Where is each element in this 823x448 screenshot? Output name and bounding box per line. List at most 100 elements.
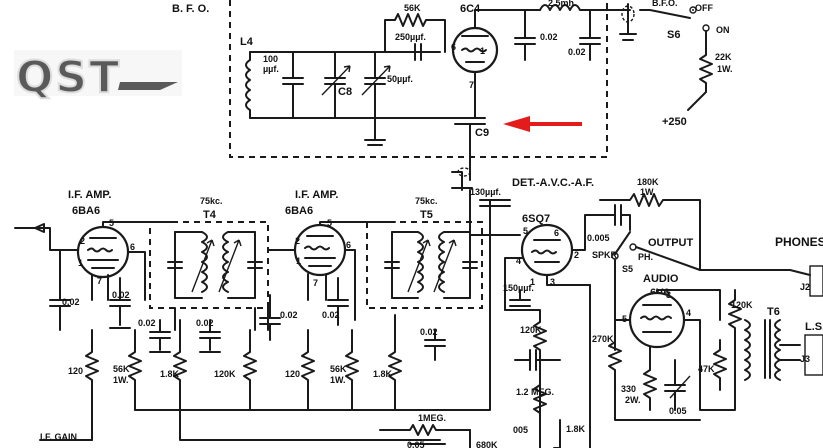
tube-6sq7 (504, 214, 601, 311)
label-c9: C9 (475, 127, 489, 139)
label-t5-freq: 75kc. (415, 196, 438, 206)
label-c130: 130µµf. (470, 187, 501, 197)
label-p6: 6 (130, 242, 135, 252)
label-s6p: 6 (554, 228, 559, 238)
label-r1-8k-2: 1.8K (373, 369, 393, 379)
tube-6v6 (614, 289, 721, 371)
label-r270k: 270K (592, 334, 614, 344)
label-c002-bfo-b: 0.02 (568, 47, 586, 57)
label-s6: S6 (667, 29, 680, 41)
label-q2: 2 (295, 236, 300, 246)
label-r120k-out: 120K (731, 300, 753, 310)
transformer-t4 (167, 231, 263, 299)
label-r56k-2w: 1W. (330, 375, 346, 385)
label-r47k: 47K (698, 364, 715, 374)
label-ifamp1: I.F. AMP. (68, 189, 111, 201)
t4-transformer-box (149, 221, 269, 309)
label-r1-8k-1: 1.8K (160, 369, 180, 379)
label-t4-freq: 75kc. (200, 196, 223, 206)
label-det: DET.-A.V.C.-A.F. (512, 177, 594, 189)
label-s5p: 5 (523, 226, 528, 236)
label-output: OUTPUT (648, 237, 694, 249)
label-c005-b: 005 (513, 425, 528, 435)
label-q6: 6 (346, 240, 351, 250)
label-c002-7: 0.02 (420, 327, 438, 337)
label-c50: 50µµf. (387, 74, 413, 84)
label-tube-6ba6-1: 6BA6 (72, 205, 100, 217)
label-tube-6ba6-2: 6BA6 (285, 205, 313, 217)
label-on: ON (716, 25, 730, 35)
label-tube-6c4: 6C4 (460, 3, 481, 15)
label-c100: 100 (263, 54, 278, 64)
l4-label: L4 (240, 36, 254, 48)
label-tube-6sq7: 6SQ7 (522, 213, 550, 225)
label-r120k-det: 120K (520, 325, 542, 335)
label-c005-cath: 0.05 (669, 406, 687, 416)
label-r22k: 22K (715, 52, 732, 62)
label-p1: 1 (78, 258, 83, 268)
label-q5: 5 (327, 218, 332, 228)
label-r330: 330 (621, 384, 636, 394)
label-if-gain: I.F. GAIN (40, 432, 77, 442)
label-r12meg: 1.2 MEG. (516, 387, 554, 397)
label-plus250: +250 (662, 116, 687, 128)
label-ifamp2: I.F. AMP. (295, 189, 338, 201)
label-s5: S5 (622, 264, 633, 274)
label-p5: 5 (109, 218, 114, 228)
label-v3: 3 (666, 290, 671, 300)
label-r56k-1: 56K (113, 364, 130, 374)
label-s2: 2 (574, 250, 579, 260)
label-c002-1: 0.02 (62, 297, 80, 307)
qst-logo: QST (14, 50, 182, 104)
t5-transformer-box (366, 221, 483, 309)
tube-6c4 (451, 9, 541, 119)
label-pin7-bfo: 7 (469, 80, 474, 90)
label-r1-8k-det: 1.8K (566, 424, 586, 434)
label-c002-6: 0.02 (322, 310, 340, 320)
label-c002-bfo-a: 0.02 (540, 32, 558, 42)
label-c8: C8 (338, 86, 352, 98)
label-r56k-1w: 1W. (113, 375, 129, 385)
label-r120k-1: 120K (214, 369, 236, 379)
label-r120-2: 120 (285, 369, 300, 379)
label-ph: PH. (638, 252, 653, 262)
label-r330-w: 2W. (625, 395, 641, 405)
label-r180k: 180K (637, 177, 659, 187)
label-c150: 150µµf. (503, 283, 534, 293)
label-r680k: 680K (476, 440, 498, 448)
annotation-arrow (503, 116, 582, 132)
label-c002-2: 0.02 (112, 290, 130, 300)
label-l25mh: 2.5mh. (548, 0, 577, 8)
label-j2: J2 (800, 282, 810, 292)
label-t5: T5 (420, 209, 433, 221)
label-r1meg: 1MEG. (418, 413, 446, 423)
label-bfo-sw: B.F.O. (652, 0, 678, 8)
coil-l4 (245, 51, 471, 119)
label-off: OFF (695, 3, 713, 13)
label-c002-5: 0.02 (280, 310, 298, 320)
label-q7: 7 (313, 278, 318, 288)
label-s4: 4 (516, 256, 521, 266)
label-c002-4: 0.02 (196, 318, 214, 328)
label-q1: 1 (296, 256, 301, 266)
label-c250: 250µµf. (395, 32, 426, 42)
tube-6ba6-2 (267, 221, 396, 301)
label-r120-1: 120 (68, 366, 83, 376)
label-t4: T4 (203, 209, 217, 221)
label-c002-3: 0.02 (138, 318, 156, 328)
label-c0005: 0.005 (587, 233, 610, 243)
label-audio: AUDIO (643, 273, 679, 285)
bfo-label: B. F. O. (172, 3, 209, 15)
label-p7: 7 (97, 276, 102, 286)
label-c005-bot: 0.05 (407, 440, 425, 448)
label-p2: 2 (80, 236, 85, 246)
label-text: QST (16, 52, 121, 103)
label-v4: 4 (686, 308, 691, 318)
label-phones: PHONES (775, 235, 823, 249)
label-j3: J3 (800, 354, 810, 364)
label-pin6-bfo: 6 (451, 42, 456, 52)
label-s1: 1 (530, 277, 535, 287)
label-spkr: SPKR (592, 250, 618, 260)
label-uuf: µµf. (263, 64, 279, 74)
